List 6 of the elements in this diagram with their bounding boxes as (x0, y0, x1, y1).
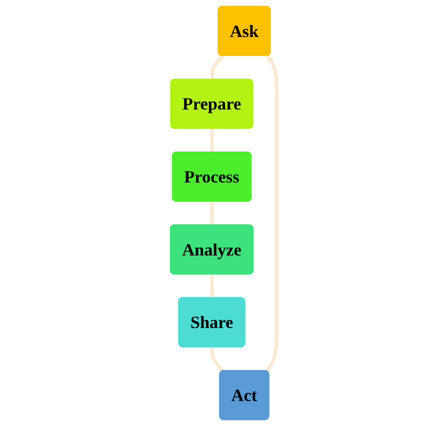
arrow (265, 56, 278, 372)
connector (210, 54, 224, 80)
connector (210, 347, 224, 372)
connector (210, 128, 214, 152)
connector (210, 202, 214, 226)
connector (210, 274, 214, 298)
